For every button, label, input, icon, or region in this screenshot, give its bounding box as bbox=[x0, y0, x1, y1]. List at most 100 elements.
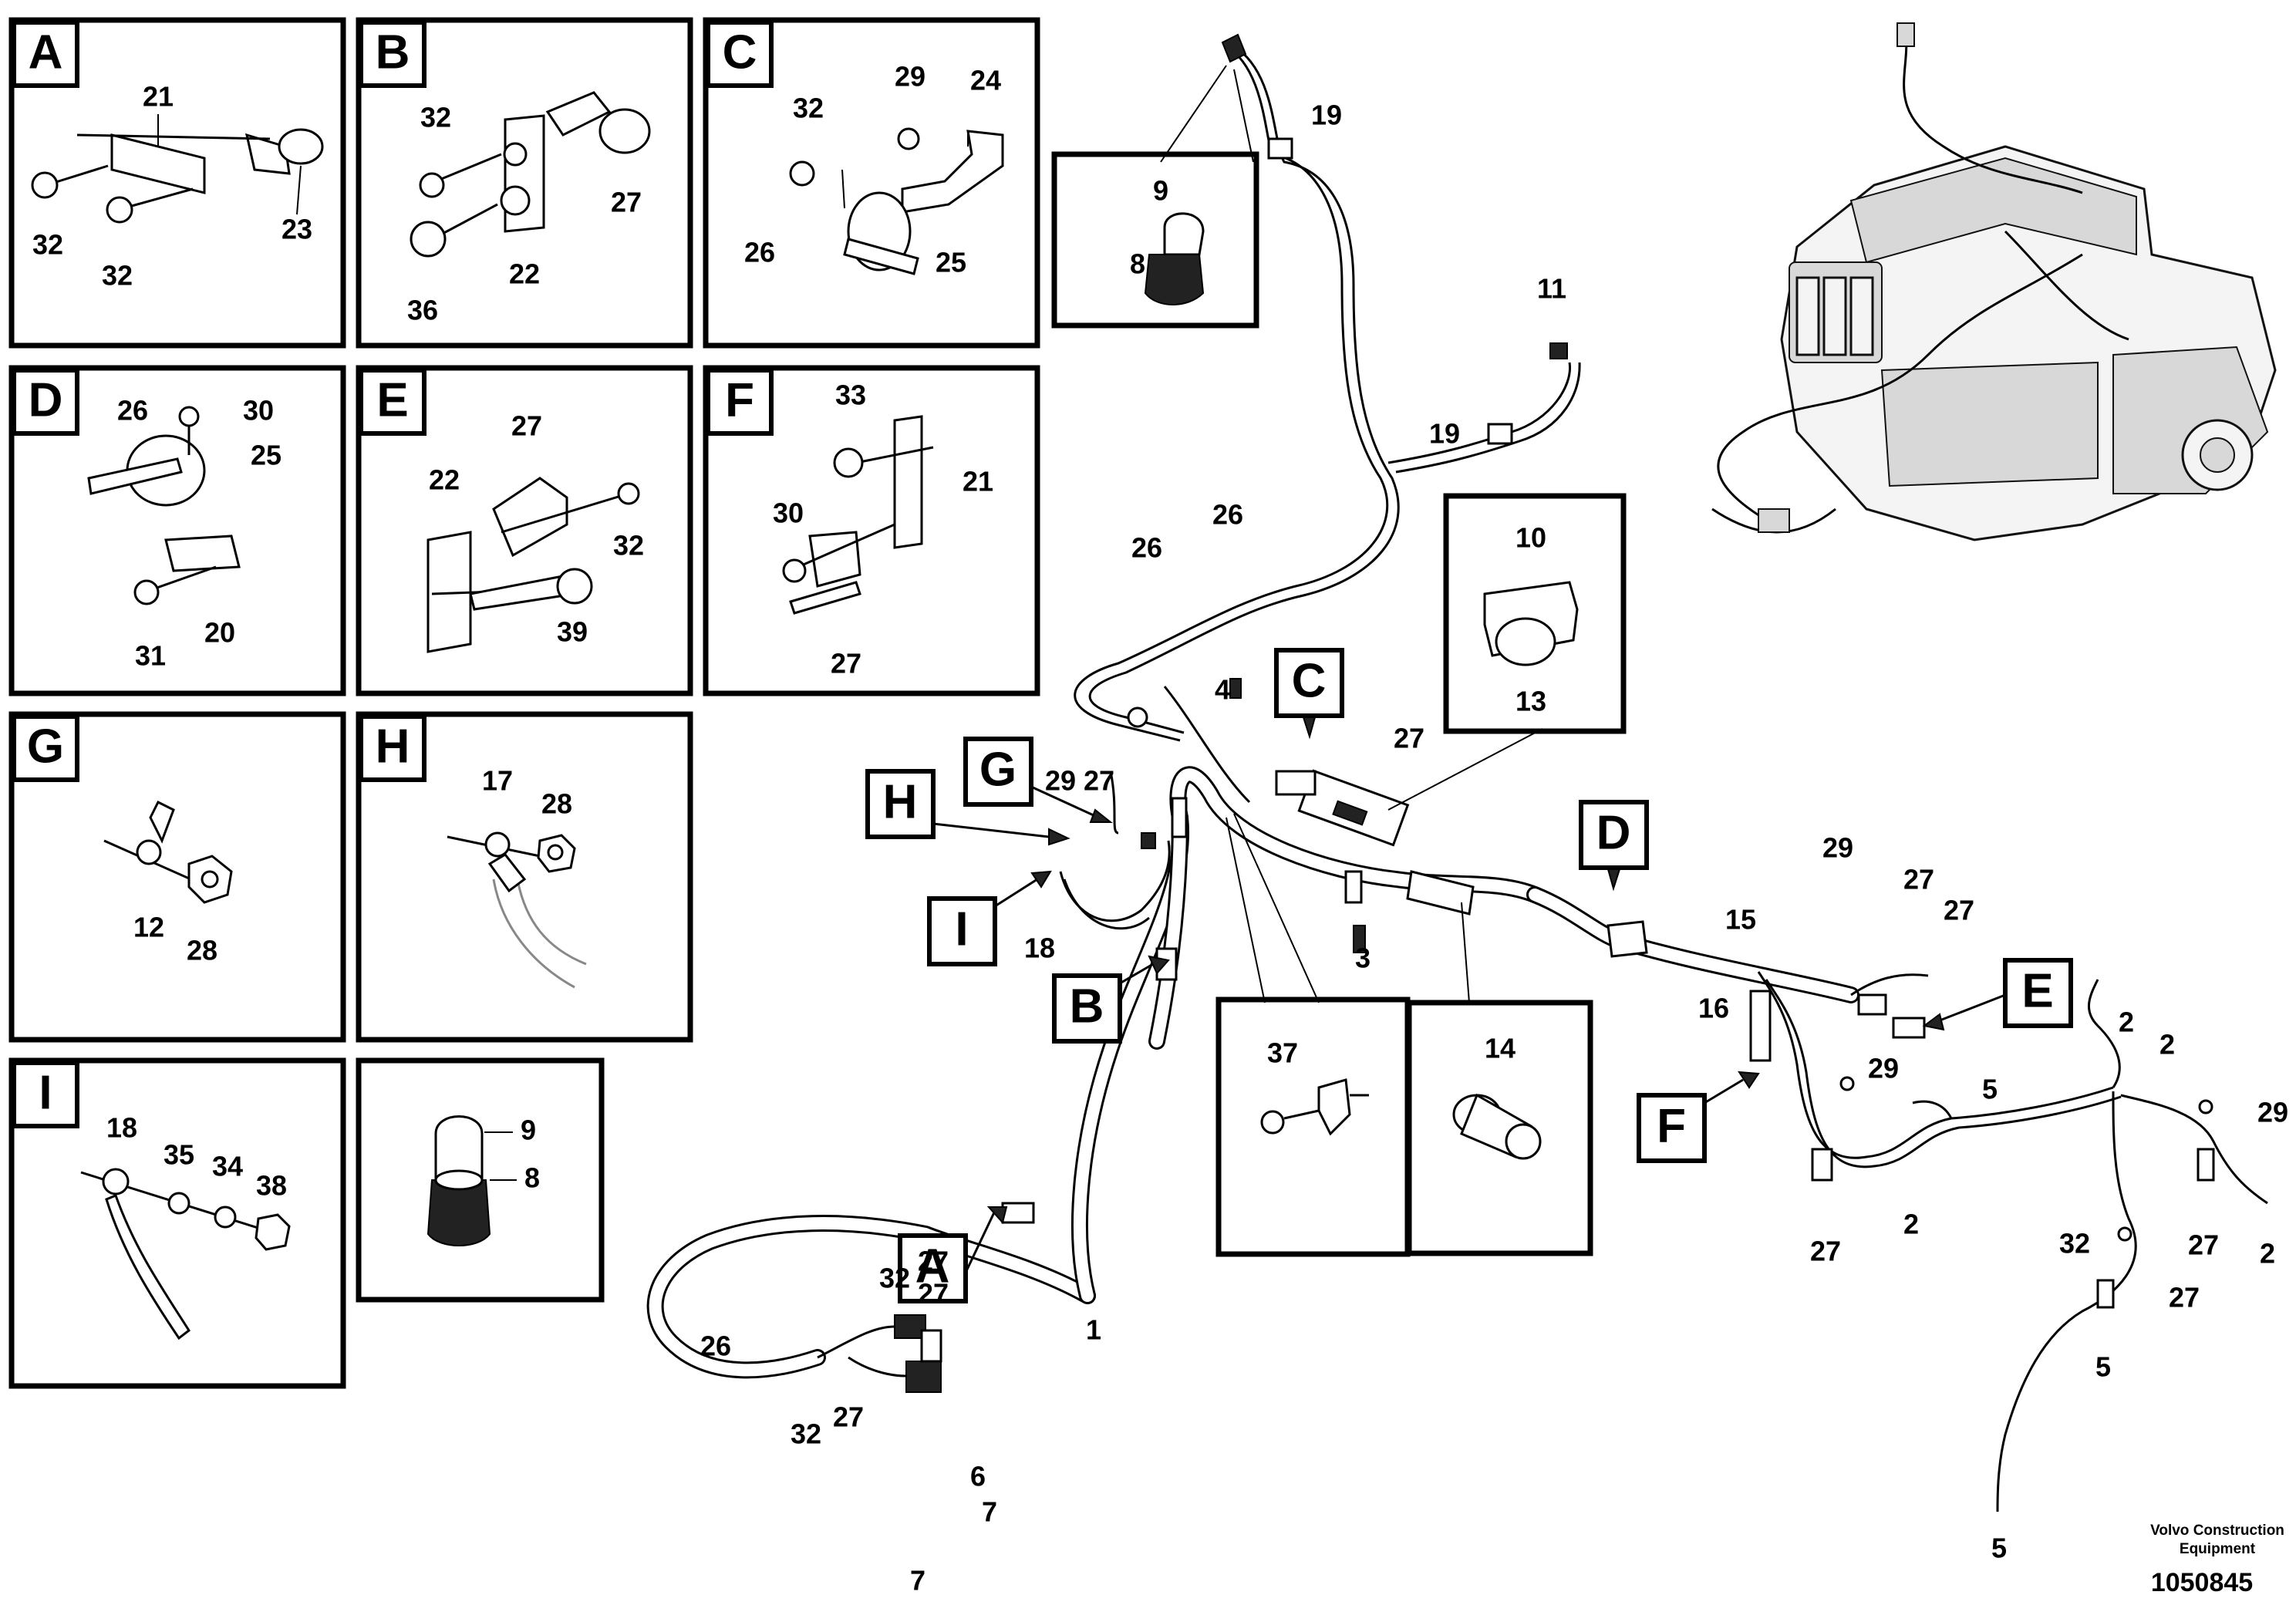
part-label: 9 bbox=[521, 1114, 536, 1146]
clip-part-drawing bbox=[87, 406, 241, 605]
company-line-1: Volvo Construction bbox=[2150, 1523, 2284, 1539]
part-label: 22 bbox=[429, 464, 460, 496]
part-label: 27 bbox=[2188, 1229, 2219, 1261]
svg-text:A: A bbox=[915, 1239, 950, 1293]
part-label: 29 bbox=[1045, 765, 1076, 797]
detail-panel-g: G 12 28 bbox=[8, 711, 346, 1043]
right-branch-wires bbox=[1757, 971, 2268, 1512]
part-label: 34 bbox=[212, 1151, 243, 1182]
part-label: 37 bbox=[1267, 1037, 1298, 1069]
part-label: 18 bbox=[106, 1112, 137, 1144]
part-label: 26 bbox=[744, 237, 775, 268]
part-label: 27 bbox=[1394, 723, 1424, 754]
part-label: 8 bbox=[524, 1162, 540, 1194]
panel-letter: C bbox=[723, 25, 757, 79]
svg-text:D: D bbox=[1596, 806, 1631, 859]
part-label: 29 bbox=[895, 61, 925, 93]
detail-panel-d: D 26 30 25 31 20 bbox=[8, 365, 346, 696]
panel-letter: G bbox=[27, 720, 64, 773]
part-label: 7 bbox=[982, 1496, 997, 1528]
ground-cable-drawing bbox=[447, 831, 587, 989]
document-number: 1050845 bbox=[2151, 1568, 2253, 1597]
svg-text:I: I bbox=[955, 902, 968, 956]
part-label: 18 bbox=[1024, 932, 1055, 964]
part-label: 15 bbox=[1725, 904, 1756, 936]
part-label: 6 bbox=[970, 1461, 986, 1492]
detail-panel-f: F 33 21 30 27 bbox=[703, 365, 1040, 696]
connector-drawing bbox=[426, 1115, 491, 1246]
detail-panel-b: B 32 27 22 36 bbox=[356, 17, 693, 349]
part-label: 27 bbox=[611, 187, 642, 218]
part-label: 5 bbox=[1982, 1074, 1998, 1105]
ground-wires bbox=[1059, 686, 1251, 930]
part-label: 30 bbox=[243, 395, 274, 427]
part-label: 27 bbox=[1810, 1236, 1841, 1267]
part-label: 13 bbox=[1515, 686, 1546, 717]
part-label: 10 bbox=[1515, 522, 1546, 554]
part-label: 29 bbox=[2257, 1097, 2288, 1128]
part-label: 2 bbox=[2159, 1029, 2175, 1061]
part-label: 14 bbox=[1485, 1033, 1515, 1064]
part-label: 32 bbox=[793, 93, 824, 124]
part-label: 26 bbox=[117, 395, 148, 427]
part-label: 26 bbox=[1212, 499, 1243, 531]
bracket-part-drawing bbox=[782, 415, 934, 615]
part-label: 32 bbox=[420, 102, 451, 133]
detail-panel-c: C 32 29 24 26 25 bbox=[703, 17, 1040, 349]
part-label: 19 bbox=[1429, 418, 1460, 450]
engine-illustration bbox=[1711, 22, 2277, 541]
part-label: 22 bbox=[509, 258, 540, 290]
part-label: 27 bbox=[833, 1401, 864, 1433]
callout-g: G bbox=[963, 737, 1113, 823]
callout-i: I bbox=[927, 870, 1052, 966]
part-label: 39 bbox=[557, 616, 588, 648]
detail-panel-h: H 17 28 bbox=[356, 711, 693, 1043]
svg-text:C: C bbox=[1292, 654, 1327, 707]
footer: Volvo Construction Equipment 1050845 bbox=[2150, 1523, 2284, 1597]
callout-boxes bbox=[1051, 65, 1627, 1257]
part-label: 24 bbox=[970, 65, 1001, 96]
part-label: 28 bbox=[187, 935, 217, 966]
part-label: 1 bbox=[1086, 1314, 1101, 1346]
part-label: 36 bbox=[407, 295, 438, 326]
panel-letter: F bbox=[725, 373, 754, 427]
part-label: 26 bbox=[1131, 532, 1162, 564]
part-label: 27 bbox=[1903, 864, 1934, 895]
callout-e: E bbox=[1922, 958, 2073, 1031]
part-label: 17 bbox=[482, 765, 513, 797]
bracket-part-drawing bbox=[426, 477, 640, 653]
svg-text:F: F bbox=[1657, 1099, 1686, 1152]
part-label: 25 bbox=[251, 440, 282, 471]
part-label: 11 bbox=[1537, 273, 1566, 305]
callout-f: F bbox=[1637, 1071, 1760, 1163]
part-label: 27 bbox=[511, 410, 542, 442]
callout-d: D bbox=[1579, 800, 1649, 892]
callout-c: C bbox=[1274, 648, 1344, 740]
detail-panel-connector: 9 8 bbox=[356, 1057, 605, 1303]
panel-letter: E bbox=[376, 373, 408, 427]
part-label: 32 bbox=[102, 260, 133, 292]
panel-letter: B bbox=[376, 25, 410, 79]
bracket-part-drawing bbox=[789, 127, 1004, 275]
panel-letter: A bbox=[29, 25, 63, 79]
bracket-part-drawing bbox=[410, 91, 651, 258]
part-label: 28 bbox=[541, 788, 572, 820]
part-label: 2 bbox=[2260, 1238, 2275, 1270]
panel-letter: H bbox=[376, 720, 410, 773]
part-label: 3 bbox=[1355, 943, 1371, 974]
part-label: 30 bbox=[773, 497, 804, 529]
part-label: 32 bbox=[2059, 1228, 2090, 1259]
callout-h: H bbox=[865, 769, 1070, 846]
part-label: 4 bbox=[1215, 674, 1230, 706]
main-callout-letters: C D G H I B bbox=[865, 648, 2073, 1303]
part-label: 29 bbox=[1868, 1053, 1899, 1084]
part-label: 27 bbox=[1084, 765, 1114, 797]
part-label: 32 bbox=[879, 1263, 910, 1294]
ground-cable-drawing bbox=[80, 1168, 291, 1340]
part-label: 21 bbox=[143, 81, 174, 113]
part-label: 27 bbox=[1944, 895, 1974, 926]
part-label: 7 bbox=[910, 1565, 925, 1597]
detail-panel-e: E 27 22 32 39 bbox=[356, 365, 693, 696]
svg-text:H: H bbox=[883, 775, 918, 828]
part-label: 5 bbox=[2095, 1351, 2111, 1383]
